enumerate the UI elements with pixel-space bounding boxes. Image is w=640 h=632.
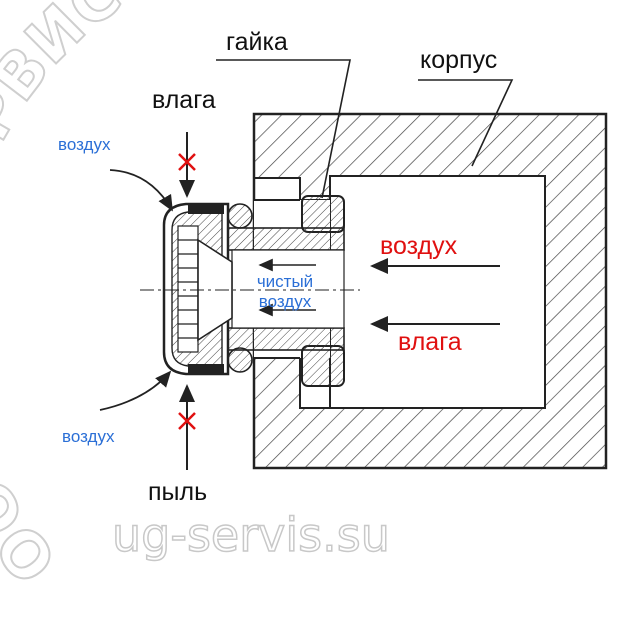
breather-cap	[162, 202, 233, 376]
threaded-tube	[209, 227, 345, 351]
dust-label: пыль	[148, 478, 208, 506]
housing-label: корпус	[420, 46, 498, 74]
housing-flow-arrows	[370, 258, 500, 332]
moisture-blocked-arrow	[178, 132, 196, 198]
red-x-icon	[178, 153, 196, 171]
moisture-inside-label: влага	[398, 328, 462, 356]
air-bottom-left-label: воздух	[62, 427, 115, 446]
air-inflow-arrow-top	[109, 169, 173, 212]
moisture-top-label: влага	[152, 86, 216, 114]
clean-air-label: чистый воздух	[256, 272, 314, 311]
dust-blocked-arrow	[178, 384, 196, 470]
inner-flow-arrows	[258, 258, 316, 317]
housing-leader-line	[418, 79, 514, 167]
air-top-left-label: воздух	[58, 135, 111, 154]
air-inflow-arrow-bottom	[99, 370, 172, 411]
air-inside-label: воздух	[380, 232, 458, 260]
o-ring-bottom	[227, 347, 253, 373]
red-x-icon	[178, 412, 196, 430]
nut-leader-line	[216, 59, 351, 199]
o-ring-top	[227, 203, 253, 229]
watermark-site: ug-servis.su	[111, 507, 390, 563]
nut-label: гайка	[226, 28, 288, 56]
